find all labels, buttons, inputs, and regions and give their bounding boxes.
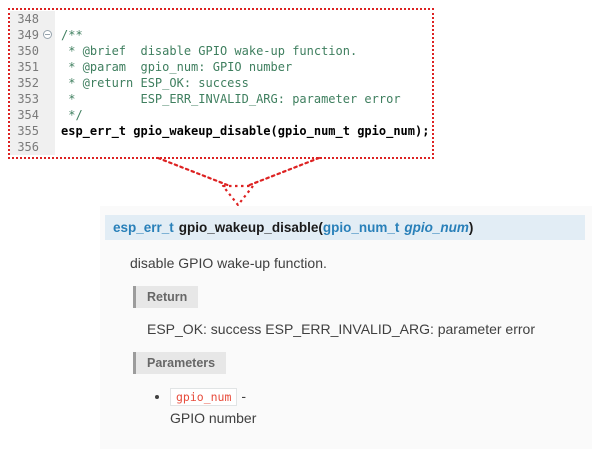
code-text: * @return ESP_OK: success [61, 76, 249, 90]
fold-column [42, 139, 55, 155]
code-editor-snippet: 348 349 /** 350 * @brief disable GPIO wak… [8, 8, 434, 159]
code-text: * ESP_ERR_INVALID_ARG: parameter error [61, 92, 401, 106]
param-type-link[interactable]: gpio_num_t [322, 220, 400, 235]
return-section-text: ESP_OK: success ESP_ERR_INVALID_ARG: par… [147, 321, 535, 337]
code-text: esp_err_t gpio_wakeup_disable(gpio_num_t… [61, 124, 430, 138]
code-text: */ [61, 108, 83, 122]
parameters-section-label: Parameters [133, 352, 227, 374]
line-number: 351 [10, 59, 42, 75]
line-number: 353 [10, 91, 42, 107]
fold-column [42, 11, 55, 27]
fold-column [42, 43, 55, 59]
code-line[interactable]: 354 */ [10, 107, 432, 123]
param-name: gpio_num [404, 220, 469, 235]
parameter-description: GPIO number [170, 410, 257, 426]
function-brief: disable GPIO wake-up function. [130, 255, 327, 271]
code-line[interactable]: 350 * @brief disable GPIO wake-up functi… [10, 43, 432, 59]
parameter-name-line: gpio_num- [170, 388, 247, 406]
parameter-item: gpio_num- GPIO number [170, 388, 592, 426]
code-line[interactable]: 356 [10, 139, 432, 155]
line-number: 349 [10, 27, 42, 43]
code-line[interactable]: 351 * @param gpio_num: GPIO number [10, 59, 432, 75]
code-line[interactable]: 348 [10, 11, 432, 27]
code-text: /** [61, 28, 83, 42]
parameter-separator: - [241, 388, 247, 404]
line-number: 350 [10, 43, 42, 59]
return-type-link[interactable]: esp_err_t [113, 220, 174, 235]
code-line-function-declaration[interactable]: 355 esp_err_t gpio_wakeup_disable(gpio_nu… [10, 123, 432, 139]
function-signature: esp_err_t gpio_wakeup_disable(gpio_num_t g… [105, 215, 585, 240]
line-number: 355 [10, 123, 42, 139]
open-paren: ( [318, 220, 323, 235]
code-line[interactable]: 352 * @return ESP_OK: success [10, 75, 432, 91]
code-text: * @brief disable GPIO wake-up function. [61, 44, 358, 58]
fold-column [42, 91, 55, 107]
line-number: 356 [10, 139, 42, 155]
line-number: 352 [10, 75, 42, 91]
code-text: * @param gpio_num: GPIO number [61, 60, 293, 74]
code-line[interactable]: 353 * ESP_ERR_INVALID_ARG: parameter err… [10, 91, 432, 107]
fold-column [42, 107, 55, 123]
fold-column [42, 27, 55, 43]
fold-column [42, 59, 55, 75]
line-number: 354 [10, 107, 42, 123]
fold-column [42, 75, 55, 91]
close-paren: ) [468, 220, 474, 235]
parameter-list: gpio_num- GPIO number [170, 388, 592, 426]
parameter-name-code: gpio_num [170, 388, 238, 406]
code-line[interactable]: 349 /** [10, 27, 432, 43]
dotted-down-arrow-icon [138, 156, 338, 208]
function-name: gpio_wakeup_disable [178, 220, 319, 235]
fold-column [42, 123, 55, 139]
fold-collapse-icon[interactable] [43, 30, 52, 39]
return-section-label: Return [133, 286, 199, 308]
line-number: 348 [10, 11, 42, 27]
